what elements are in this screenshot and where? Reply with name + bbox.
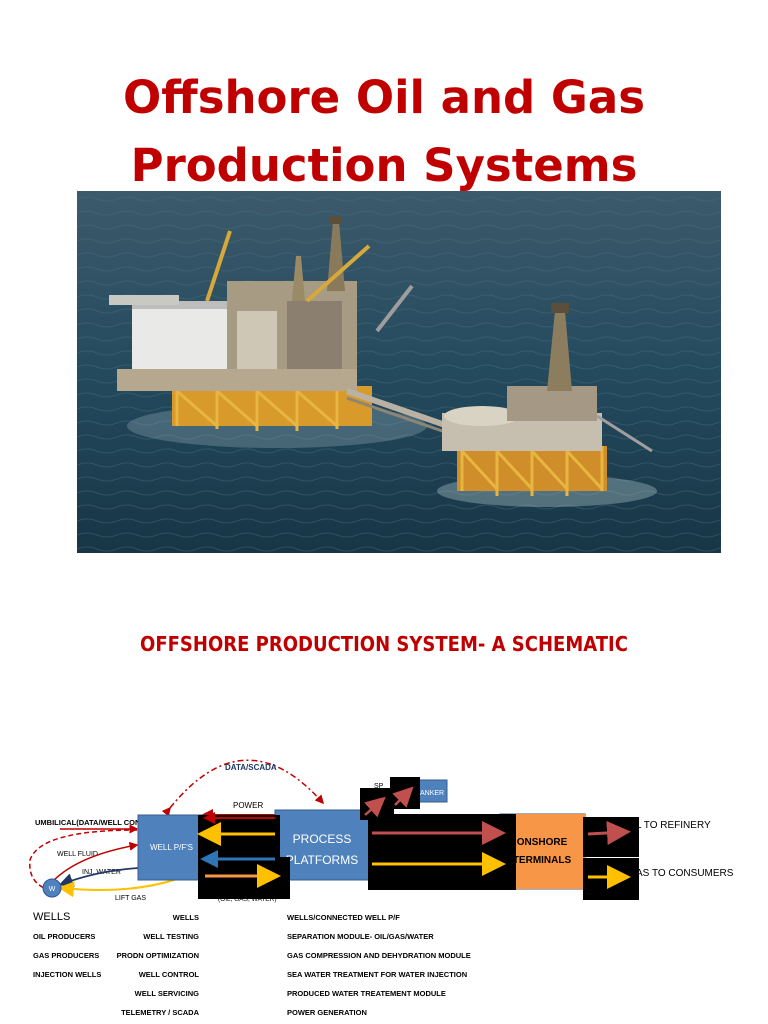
main-platform <box>109 216 414 431</box>
col3-item: SEA WATER TREATMENT FOR WATER INJECTION <box>287 970 467 979</box>
process-label-line2: PLATFORMS <box>286 853 358 867</box>
redacted-refinery-arrow <box>587 820 631 845</box>
col2-item: WELLS <box>173 913 199 922</box>
col3-list: WELLS/CONNECTED WELL P/F SEPARATION MODU… <box>287 913 471 1017</box>
col2-item: TELEMETRY / SCADA <box>121 1008 200 1017</box>
col3-item: GAS COMPRESSION AND DEHYDRATION MODULE <box>287 951 471 960</box>
schematic-heading: OFFSHORE PRODUCTION SYSTEM- A SCHEMATIC <box>140 632 628 656</box>
onshore-label-line1: ONSHORE <box>517 837 568 848</box>
well-marker-label: W <box>49 886 56 893</box>
well-platform-box <box>137 814 204 881</box>
col1-item: GAS PRODUCERS <box>33 951 99 960</box>
redacted-red-arrow-2 <box>392 786 414 808</box>
refinery-label: L TO REFINERY <box>636 820 711 831</box>
spm-label: SP <box>374 783 384 790</box>
lift-gas-arrow <box>58 877 181 898</box>
col3-item: POWER GENERATION <box>287 1008 367 1017</box>
tanker-label: ANKER <box>420 790 444 797</box>
col1-list: OIL PRODUCERS GAS PRODUCERS INJECTION WE… <box>33 932 101 979</box>
schematic-diagram: DATA/SCADA POWER UMBILICAL(DATA/WELL CON… <box>29 759 734 1017</box>
onshore-label-line2: TERMINALS <box>513 855 572 866</box>
well-marker <box>42 878 62 898</box>
col2-item: WELL TESTING <box>143 932 199 941</box>
power-label: POWER <box>233 801 263 810</box>
offshore-platform-photo <box>77 191 721 553</box>
umbilical-dashed-loop <box>29 829 138 889</box>
onshore-terminals-fill <box>516 814 585 889</box>
umbilical-label: UMBILICAL(DATA/WELL CONTROL) <box>35 818 164 827</box>
oil-gas-water-label: (OIL, GAS, WATER) <box>218 896 277 903</box>
col2-item: PRODN OPTIMIZATION <box>117 951 199 960</box>
data-scada-arc <box>161 759 324 817</box>
redacted-red-arrow-1 <box>364 796 386 818</box>
col3-item: WELLS/CONNECTED WELL P/F <box>287 913 400 922</box>
process-label-line1: PROCESS <box>293 832 352 846</box>
col1-item: OIL PRODUCERS <box>33 932 95 941</box>
well-fluid-label: WELL FLUID <box>57 851 98 858</box>
page-title-line2: Production Systems <box>130 139 638 192</box>
page-title-line1: Offshore Oil and Gas <box>123 71 645 124</box>
col3-item: PRODUCED WATER TREATEMENT MODULE <box>287 989 446 998</box>
secondary-platform <box>442 303 653 496</box>
lift-gas-label: LIFT GAS <box>115 895 146 902</box>
col3-item: SEPARATION MODULE- OIL/GAS/WATER <box>287 932 434 941</box>
data-scada-label: DATA/SCADA <box>225 763 277 772</box>
page-title: Offshore Oil and Gas Production Systems <box>0 64 768 200</box>
wells-heading: WELLS <box>33 911 70 923</box>
col1-item: INJECTION WELLS <box>33 970 101 979</box>
consumers-label: AS TO CONSUMERS <box>636 868 734 879</box>
col2-list: WELLS WELL TESTING PRODN OPTIMIZATION WE… <box>117 913 200 1017</box>
well-platform-label: WELL P/F'S <box>150 843 193 852</box>
col2-item: WELL SERVICING <box>135 989 199 998</box>
col2-item: WELL CONTROL <box>139 970 200 979</box>
